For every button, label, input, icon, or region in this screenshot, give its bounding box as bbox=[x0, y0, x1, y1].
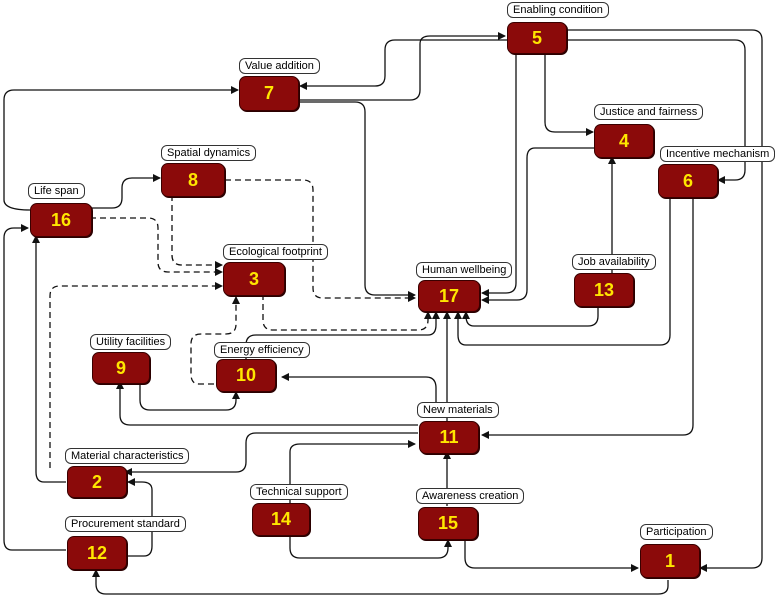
node-10: Energy efficiency 10 bbox=[214, 342, 324, 392]
edge-14-15 bbox=[289, 532, 452, 559]
node-11: New materials 11 bbox=[417, 402, 517, 454]
node-7: Value addition 7 bbox=[239, 58, 339, 112]
node-number: 4 bbox=[594, 124, 654, 158]
edge-5-7 bbox=[299, 39, 510, 90]
node-4: Justice and fairness 4 bbox=[594, 104, 714, 158]
edge-1-12 bbox=[92, 569, 669, 595]
node-number: 1 bbox=[640, 544, 700, 578]
node-15: Awareness creation 15 bbox=[416, 488, 536, 540]
node-label: Ecological footprint bbox=[223, 244, 328, 260]
node-number: 15 bbox=[418, 507, 478, 540]
node-number: 3 bbox=[223, 262, 285, 296]
node-number: 9 bbox=[92, 352, 150, 384]
node-label: Justice and fairness bbox=[594, 104, 704, 120]
node-number: 11 bbox=[419, 421, 479, 454]
edge-5-1 bbox=[566, 29, 763, 572]
node-8: Spatial dynamics 8 bbox=[161, 145, 271, 197]
edge-10-17 bbox=[245, 311, 440, 360]
node-17: Human wellbeing 17 bbox=[416, 262, 526, 312]
edge-8-17 bbox=[225, 179, 416, 302]
node-number: 7 bbox=[239, 76, 299, 111]
edge-2-3 bbox=[49, 282, 223, 468]
node-label: Spatial dynamics bbox=[161, 145, 257, 161]
edge-7-17 bbox=[298, 101, 416, 299]
node-label: Human wellbeing bbox=[416, 262, 513, 278]
node-number: 16 bbox=[30, 203, 92, 237]
edge-16-7 bbox=[3, 86, 239, 211]
edge-3-17 bbox=[262, 294, 432, 331]
edge-5-17 bbox=[481, 52, 517, 297]
edge-11-9 bbox=[116, 381, 418, 426]
node-9: Utility facilities 9 bbox=[90, 334, 180, 384]
edge-14-11 bbox=[289, 440, 416, 507]
node-number: 17 bbox=[418, 280, 480, 312]
node-1: Participation 1 bbox=[640, 524, 730, 578]
node-5: Enabling condition 5 bbox=[507, 2, 627, 54]
node-6: Incentive mechanism 6 bbox=[658, 146, 782, 198]
edge-9-10 bbox=[139, 382, 240, 411]
node-number: 12 bbox=[67, 536, 127, 570]
node-label: Technical support bbox=[250, 484, 348, 500]
edge-13-17 bbox=[462, 305, 599, 327]
node-label: Incentive mechanism bbox=[660, 146, 776, 162]
node-number: 14 bbox=[252, 503, 310, 536]
edge-8-3 bbox=[171, 195, 223, 269]
node-2: Material characteristics 2 bbox=[65, 448, 205, 498]
node-label: New materials bbox=[417, 402, 499, 418]
edge-11-10 bbox=[281, 373, 437, 418]
node-label: Energy efficiency bbox=[214, 342, 310, 358]
node-label: Enabling condition bbox=[507, 2, 609, 18]
node-3: Ecological footprint 3 bbox=[223, 244, 353, 296]
node-14: Technical support 14 bbox=[250, 484, 360, 536]
node-12: Procurement standard 12 bbox=[65, 516, 195, 570]
node-label: Life span bbox=[28, 183, 85, 199]
edge-16-8 bbox=[90, 174, 161, 209]
node-label: Value addition bbox=[239, 58, 320, 74]
edge-10-3 bbox=[190, 296, 240, 385]
node-number: 10 bbox=[216, 359, 276, 392]
node-label: Awareness creation bbox=[416, 488, 525, 504]
edge-7-5 bbox=[300, 32, 506, 101]
node-label: Participation bbox=[640, 524, 713, 540]
edge-2-16 bbox=[32, 235, 66, 483]
edge-5-6 bbox=[568, 39, 746, 184]
node-label: Job availability bbox=[572, 254, 656, 270]
node-label: Material characteristics bbox=[65, 448, 190, 464]
node-label: Utility facilities bbox=[90, 334, 172, 350]
edge-6-17 bbox=[454, 196, 671, 346]
edge-5-4 bbox=[544, 52, 594, 136]
edge-16-3 bbox=[90, 217, 223, 276]
node-number: 5 bbox=[507, 22, 567, 54]
node-number: 6 bbox=[658, 164, 718, 198]
edge-6-11 bbox=[481, 196, 694, 439]
edge-4-17 bbox=[481, 147, 594, 304]
edge-11-2 bbox=[124, 432, 418, 476]
node-16: Life span 16 bbox=[28, 183, 108, 237]
node-13: Job availability 13 bbox=[572, 254, 666, 307]
node-number: 13 bbox=[574, 273, 634, 307]
edge-12-16 bbox=[3, 224, 66, 551]
node-number: 8 bbox=[161, 163, 225, 197]
node-label: Procurement standard bbox=[65, 516, 186, 532]
node-number: 2 bbox=[67, 466, 127, 498]
edge-15-1 bbox=[464, 534, 639, 572]
